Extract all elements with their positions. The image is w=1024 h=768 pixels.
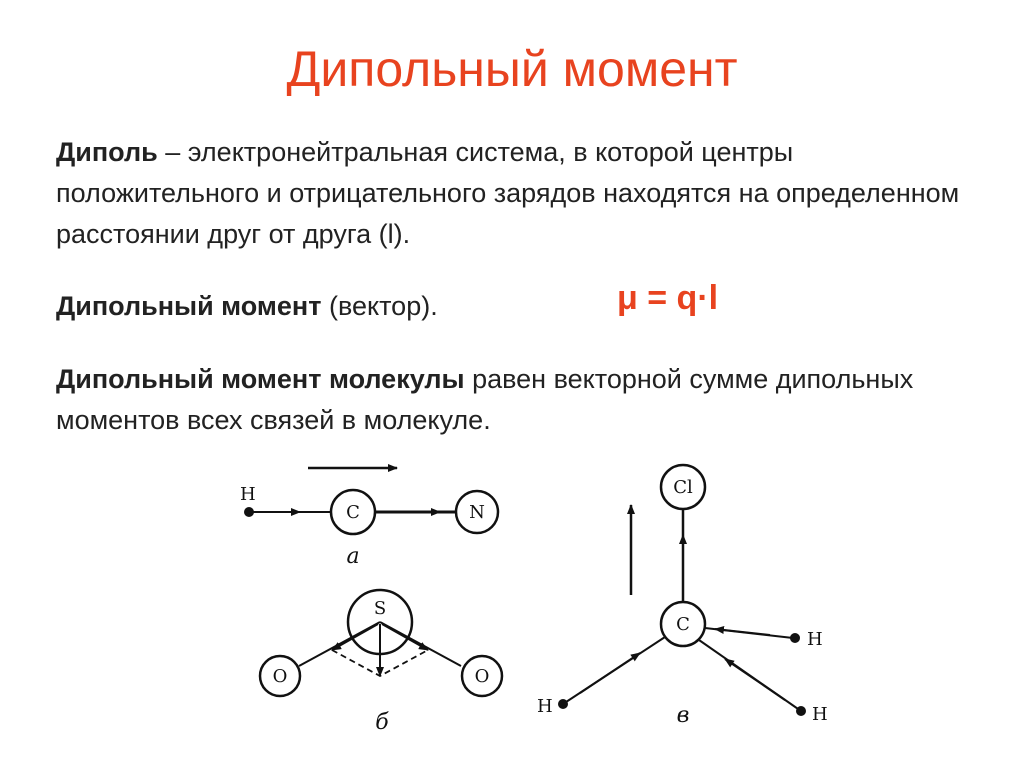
atom-c-label: C	[676, 614, 690, 635]
caption-a: а	[346, 544, 359, 569]
arrow-h-c-bottom	[724, 658, 786, 701]
atom-o-left-circle	[258, 654, 302, 698]
atom-o-right-label: O	[475, 666, 490, 687]
dipole-term: Диполь	[56, 137, 158, 167]
atom-o-left-label: O	[273, 666, 288, 687]
dipole-formula: μ = q·l	[617, 279, 719, 317]
atom-h-left-dot	[558, 699, 568, 709]
dipole-definition: Диполь – электронейтральная система, в к…	[56, 132, 986, 255]
atom-h-bottom-dot	[796, 706, 806, 716]
molecule-moment-term: Дипольный момент молекулы	[56, 364, 465, 394]
atom-h-left-label: H	[537, 696, 553, 717]
atom-h-right-dot	[790, 633, 800, 643]
figure-c-ch3cl: Cl C H H H в	[537, 463, 828, 728]
atom-c-label: C	[346, 502, 360, 523]
atom-h-label: H	[240, 484, 256, 505]
page-title: Дипольный момент	[286, 41, 738, 97]
dipole-moment-text: (вектор).	[321, 291, 438, 321]
arrow-h-c-left	[579, 652, 641, 694]
molecule-moment-definition: Дипольный момент молекулы равен векторно…	[56, 359, 986, 441]
atom-cl-label: Cl	[673, 477, 693, 498]
atom-h-bottom-label: H	[812, 704, 828, 725]
dipole-definition-text: – электронейтральная система, в которой …	[56, 137, 960, 249]
atom-c-circle	[659, 600, 707, 648]
dipole-moment-term: Дипольный момент	[56, 291, 322, 321]
dipole-moment-line: Дипольный момент (вектор).	[56, 286, 986, 327]
atom-n-circle	[454, 489, 500, 535]
caption-b: б	[375, 710, 389, 735]
atom-h-right-label: H	[807, 629, 823, 650]
arrow-s-o-left	[331, 623, 379, 651]
molecule-moment-text: равен векторной сумме дипольных моментов…	[56, 364, 914, 435]
figure-b-so2: S O O б	[258, 588, 504, 735]
caption-c: в	[677, 703, 690, 728]
atom-s-label: S	[374, 598, 386, 619]
atom-o-right-circle	[460, 654, 504, 698]
figure-a-hcn: H C N а	[240, 464, 500, 569]
arrow-s-o-right	[381, 623, 429, 651]
arrow-h-c-right	[714, 625, 771, 636]
atom-n-label: N	[469, 502, 485, 523]
